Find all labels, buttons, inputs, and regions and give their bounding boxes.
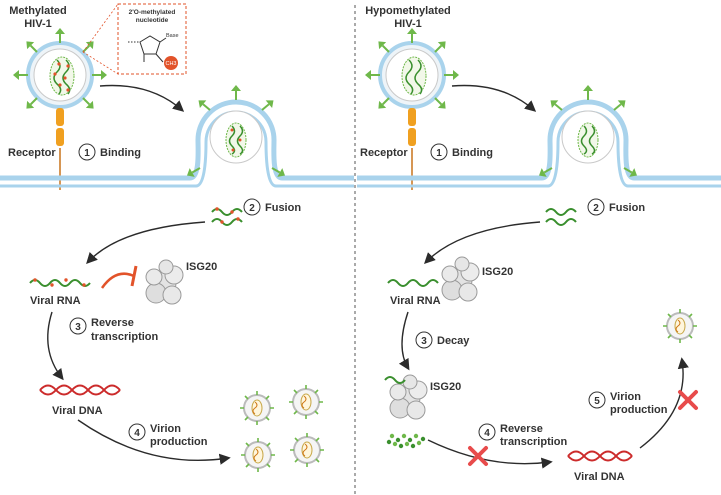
right-step4-badge [478, 423, 496, 441]
left-fusing-virion [183, 84, 289, 181]
left-step2-num: 2 [249, 203, 255, 214]
right-step5-line2: production [610, 404, 668, 416]
left-step1-label: Binding [100, 147, 141, 159]
right-receptor [408, 108, 416, 190]
right-step4-line2: transcription [500, 436, 568, 448]
right-step3-num: 3 [421, 336, 427, 347]
left-title-line1: Methylated [9, 5, 66, 17]
right-step3-label: Decay [437, 335, 470, 347]
right-step2-badge [587, 198, 605, 216]
right-rt-blocked-cross [468, 446, 488, 466]
left-step4-badge [128, 423, 146, 441]
right-receptor-label: Receptor [360, 147, 408, 159]
left-step4-num: 4 [134, 428, 140, 439]
right-step2-label: Fusion [609, 202, 645, 214]
left-methylated-virion [12, 27, 108, 114]
right-progeny-virion [662, 308, 698, 344]
right-panel: Hypomethylated HIV-1 Receptor 1 Binding [357, 5, 721, 483]
left-isg20-protein [145, 259, 184, 305]
right-fusing-virion [535, 84, 641, 181]
right-rt-arrow [427, 439, 553, 469]
left-viral-dna-label: Viral DNA [52, 405, 103, 417]
methyl-group [164, 56, 178, 70]
left-step3-line2: transcription [91, 331, 159, 343]
left-receptor [56, 108, 64, 190]
inset-title-line2: nucleotide [136, 17, 169, 24]
right-step5-line1: Virion [610, 391, 641, 403]
left-step2-badge [243, 198, 261, 216]
right-binding-arrow [451, 84, 537, 112]
left-rt-arrow [47, 311, 64, 381]
right-viral-rna-label: Viral RNA [390, 295, 441, 307]
inset-ch3-label: CH3 [165, 61, 176, 67]
left-step3-line1: Reverse [91, 317, 134, 329]
left-binding-arrow [99, 84, 185, 112]
right-step2-num: 2 [593, 203, 599, 214]
left-viral-rna-label: Viral RNA [30, 295, 81, 307]
right-step1-badge [430, 143, 448, 161]
right-isg20-label-b: ISG20 [430, 381, 461, 393]
right-viral-dna [567, 450, 633, 462]
right-released-rna [545, 208, 577, 226]
left-step3-num: 3 [75, 322, 81, 333]
right-step5-badge [588, 391, 606, 409]
left-fusion-arrow [86, 221, 206, 265]
right-production-blocked-cross [678, 390, 698, 410]
right-step1-num: 1 [436, 148, 442, 159]
degraded-rna-fragments [386, 433, 426, 449]
right-isg20-protein-a [441, 256, 480, 302]
sugar-ring [139, 35, 161, 55]
left-title-line2: HIV-1 [24, 18, 52, 30]
inhibition-arrow [100, 272, 135, 289]
left-step1-num: 1 [84, 148, 90, 159]
right-isg20-label-a: ISG20 [482, 266, 513, 278]
left-progeny-virions [239, 384, 325, 473]
right-hypomethylated-virion [364, 27, 460, 114]
right-viral-dna-label: Viral DNA [574, 471, 625, 483]
right-step5-num: 5 [594, 396, 600, 407]
left-step3-badge [69, 317, 87, 335]
right-production-arrow [639, 357, 689, 449]
left-step4-line1: Virion [150, 423, 181, 435]
inset-base-label: Base [166, 33, 179, 39]
right-fusion-arrow [424, 221, 541, 264]
right-title-line1: Hypomethylated [365, 5, 451, 17]
right-step4-line1: Reverse [500, 423, 543, 435]
left-production-arrow [77, 419, 231, 465]
right-viral-rna [387, 279, 439, 287]
left-isg20-label: ISG20 [186, 261, 217, 273]
left-viral-dna [39, 384, 121, 396]
left-cell-membrane [0, 99, 354, 188]
right-title-line2: HIV-1 [394, 18, 422, 30]
left-step2-label: Fusion [265, 202, 301, 214]
left-released-rna [211, 207, 243, 226]
methylated-nucleotide-inset: 2'O-methylated nucleotide Base CH3 [82, 3, 187, 75]
inset-title-line1: 2'O-methylated [129, 9, 176, 16]
right-step4-num: 4 [484, 428, 490, 439]
left-receptor-label: Receptor [8, 147, 56, 159]
right-step3-badge [415, 331, 433, 349]
left-step1-badge [78, 143, 96, 161]
left-viral-rna [29, 278, 91, 287]
right-step1-label: Binding [452, 147, 493, 159]
left-panel: Methylated HIV-1 2'O-methylated [0, 3, 354, 473]
left-step4-line2: production [150, 436, 208, 448]
right-decay-arrow [398, 311, 410, 371]
